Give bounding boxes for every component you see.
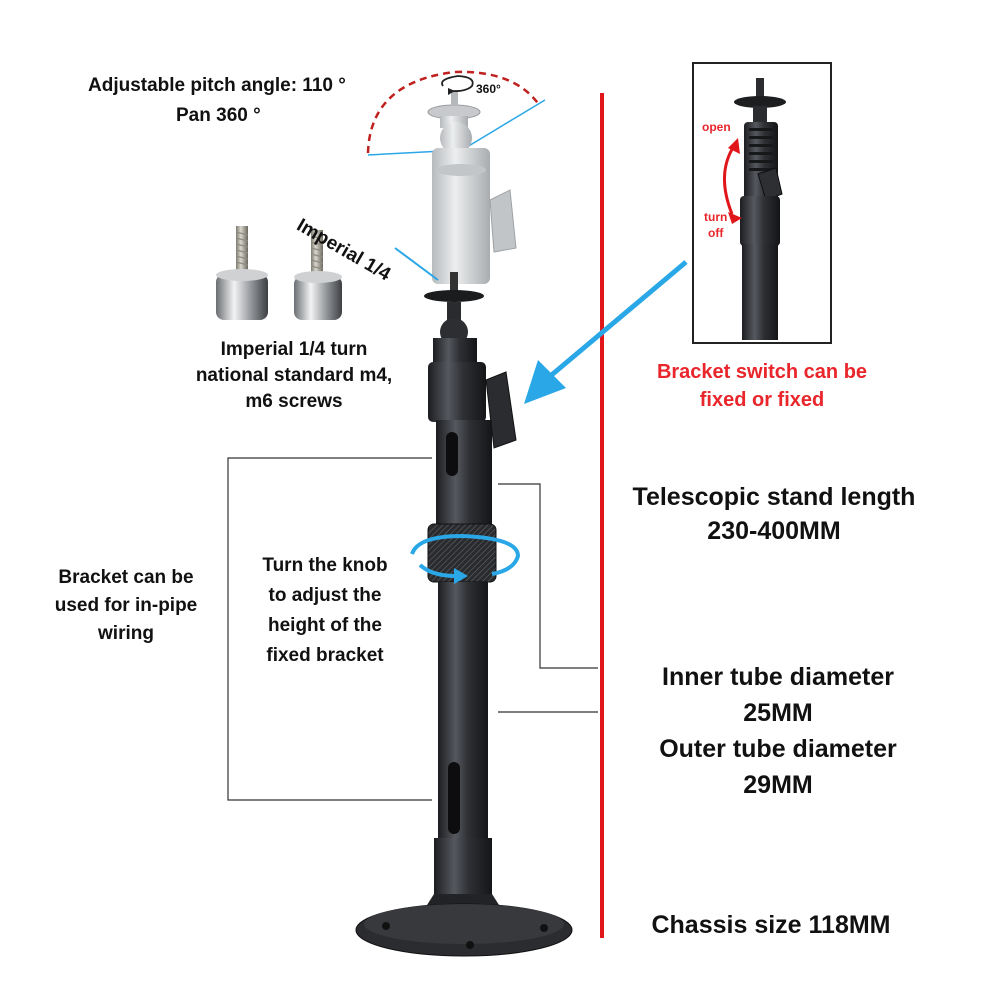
outer-tube-label: Outer tube diameter — [659, 735, 897, 763]
telescopic-length-line-2: 230-400MM — [707, 517, 841, 545]
inpipe-caption-line-2: used for in-pipe — [54, 595, 198, 616]
m4-screw-image — [216, 226, 268, 320]
pitch-angle-arc — [366, 70, 542, 154]
switch-closeup-image — [722, 78, 786, 340]
switch-off-label: off — [708, 226, 724, 240]
telescopic-stand — [355, 272, 573, 957]
knob-caption-line-3: height of the — [268, 615, 382, 636]
switch-detail-inset: open turn off — [692, 62, 832, 344]
switch-open-label: open — [702, 120, 731, 134]
outer-tube-value: 29MM — [743, 771, 813, 799]
inner-tube-label: Inner tube diameter — [662, 663, 894, 691]
knob-rotation-icon — [410, 533, 521, 576]
chassis-size-label: Chassis size 118MM — [651, 911, 891, 939]
rotation-arrow-icon — [441, 75, 474, 93]
screws-caption-line-1: Imperial 1/4 turn — [220, 339, 368, 360]
telescopic-length-line-1: Telescopic stand length — [632, 483, 916, 511]
imperial-pointer-line — [394, 247, 439, 281]
pitch-angle-label: Adjustable pitch angle: 110 ° — [88, 75, 346, 96]
inpipe-bracket-line — [227, 457, 432, 801]
knob-caption-line-4: fixed bracket — [266, 645, 384, 666]
ball-head — [427, 90, 517, 284]
pitch-line-right — [461, 99, 546, 151]
knob-caption-line-1: Turn the knob — [262, 555, 388, 576]
inpipe-caption-line-1: Bracket can be — [58, 567, 194, 588]
switch-caption-line-1: Bracket switch can be — [656, 361, 868, 383]
length-bracket-line — [498, 483, 598, 669]
pan-label: Pan 360 ° — [176, 105, 261, 126]
inpipe-caption-line-3: wiring — [98, 623, 154, 644]
rotation-360-label: 360° — [476, 82, 501, 96]
screws-caption-line-2: national standard m4, — [195, 365, 393, 386]
switch-pointer-arrow — [524, 260, 688, 404]
switch-caption-line-2: fixed or fixed — [699, 389, 825, 411]
screws-caption-line-3: m6 screws — [245, 391, 343, 412]
knob-caption-line-2: to adjust the — [268, 585, 382, 606]
switch-turn-label: turn — [704, 210, 728, 224]
inner-tube-value: 25MM — [743, 699, 813, 727]
m6-screw-image — [294, 230, 342, 320]
